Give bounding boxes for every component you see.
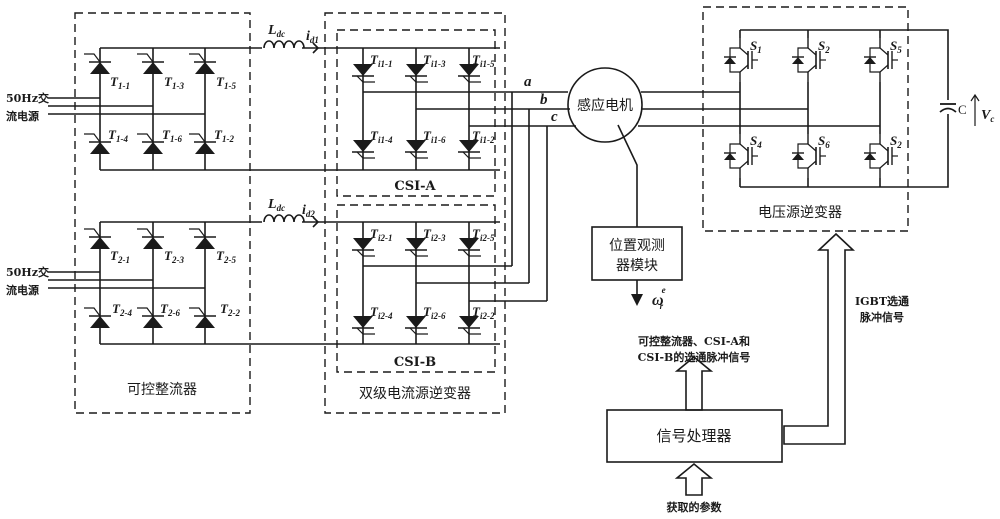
- label-ti1-2: Ti1-2: [472, 128, 495, 145]
- input-label: 获取的参数: [667, 500, 723, 514]
- label-ti2-5: Ti2-5: [472, 226, 495, 243]
- thyristor-icon: [83, 53, 112, 75]
- thyristor-icon: [83, 307, 112, 329]
- thyristor-icon: [188, 307, 217, 329]
- label-t2-6: T2-6: [160, 301, 180, 318]
- rectifier-box: [74, 12, 251, 414]
- thyristor-icon: [188, 53, 217, 75]
- label-t1-5: T1-5: [216, 74, 236, 91]
- phase-c-label: c: [551, 109, 558, 125]
- inductor-1: [262, 40, 320, 56]
- thyristor-icon: [136, 53, 165, 75]
- observer-label-line2: 器模块: [616, 258, 658, 274]
- phase-b-label: b: [540, 92, 548, 108]
- label-t2-4: T2-4: [112, 301, 132, 318]
- thyristor-icon: [83, 133, 112, 155]
- label-s5: S5: [890, 38, 902, 55]
- label-t1-2: T1-2: [214, 127, 234, 144]
- label-t2-1: T2-1: [110, 248, 130, 265]
- csi-outer-box: [324, 12, 506, 414]
- label-ti2-1: Ti2-1: [370, 226, 392, 243]
- label-ti2-3: Ti2-3: [423, 226, 446, 243]
- label-ti1-3: Ti1-3: [423, 52, 446, 69]
- label-ti2-6: Ti2-6: [423, 304, 446, 321]
- label-t2-3: T2-3: [164, 248, 184, 265]
- rectifier-title: 可控整流器: [127, 382, 197, 398]
- igbt-gate-arrow-icon: [783, 232, 856, 445]
- hollow-arrow-input-icon: [674, 462, 714, 496]
- csi-b-box: [336, 204, 496, 373]
- gate-signal-label-line1: 可控整流器、CSI-A和: [638, 334, 750, 348]
- label-t1-3: T1-3: [164, 74, 184, 91]
- motor-circle: [567, 67, 643, 143]
- source-2-label-line1: 50Hz交: [6, 265, 49, 279]
- label-ti1-5: Ti1-5: [472, 52, 495, 69]
- csi-a-bridge: [351, 48, 576, 170]
- label-ti1-4: Ti1-4: [370, 128, 393, 145]
- vsi-title: 电压源逆变器: [758, 205, 842, 221]
- inductor-2: [262, 214, 320, 230]
- shaft-encoder-line: [617, 124, 638, 227]
- thyristor-icon: [83, 228, 112, 250]
- phase-a-label: a: [524, 74, 532, 90]
- phase-wires: [511, 92, 548, 301]
- igbt-signal-label-line2: 脉冲信号: [859, 310, 904, 324]
- current-2-label: id2: [302, 203, 315, 219]
- hollow-arrow-up-icon: [674, 355, 714, 411]
- label-t1-4: T1-4: [108, 127, 128, 144]
- inductor-1-label: Ldc: [267, 23, 285, 39]
- label-s6: S6: [818, 133, 830, 150]
- gate-signal-label-line2: CSI-B的选通脉冲信号: [638, 350, 751, 364]
- csi-b-bridge: [351, 222, 547, 344]
- signal-processor-label: 信号处理器: [656, 427, 731, 445]
- arrow-down-icon: [631, 294, 643, 306]
- source-2-label-line2: 流电源: [6, 283, 39, 297]
- thyristor-icon: [136, 228, 165, 250]
- csi-title: 双级电流源逆变器: [359, 386, 471, 402]
- vsi-bridge: [723, 29, 980, 188]
- label-s4: S4: [750, 133, 762, 150]
- label-ti1-1: Ti1-1: [370, 52, 392, 69]
- csi-a-box: [336, 29, 496, 197]
- label-t2-2: T2-2: [220, 301, 240, 318]
- thyristor-icon: [188, 228, 217, 250]
- source-1-label-line2: 流电源: [6, 109, 39, 123]
- csi-b-title: CSI-B: [394, 355, 436, 370]
- label-s1: S1: [750, 38, 762, 55]
- label-ti1-6: Ti1-6: [423, 128, 446, 145]
- vsi-box: [702, 6, 909, 232]
- label-s2-upper: S2: [818, 38, 830, 55]
- thyristor-icon: [188, 133, 217, 155]
- label-t1-1: T1-1: [110, 74, 130, 91]
- igbt-signal-label-line1: IGBT选通: [855, 294, 909, 308]
- current-1-label: id1: [306, 29, 319, 45]
- source-1-label-line1: 50Hz交: [6, 91, 49, 105]
- thyristor-icon: [136, 133, 165, 155]
- motor-label: 感应电机: [577, 97, 633, 114]
- capacitor-label: C: [958, 102, 967, 117]
- voltage-label: Vc: [981, 108, 994, 124]
- observer-label-line1: 位置观测: [609, 238, 665, 254]
- label-t2-5: T2-5: [216, 248, 236, 265]
- csi-a-title: CSI-A: [394, 179, 436, 194]
- inductor-2-label: Ldc: [267, 197, 285, 213]
- label-ti2-2: Ti2-2: [472, 304, 495, 321]
- label-s2-lower: S2: [890, 133, 902, 150]
- label-ti2-4: Ti2-4: [370, 304, 393, 321]
- label-t1-6: T1-6: [162, 127, 182, 144]
